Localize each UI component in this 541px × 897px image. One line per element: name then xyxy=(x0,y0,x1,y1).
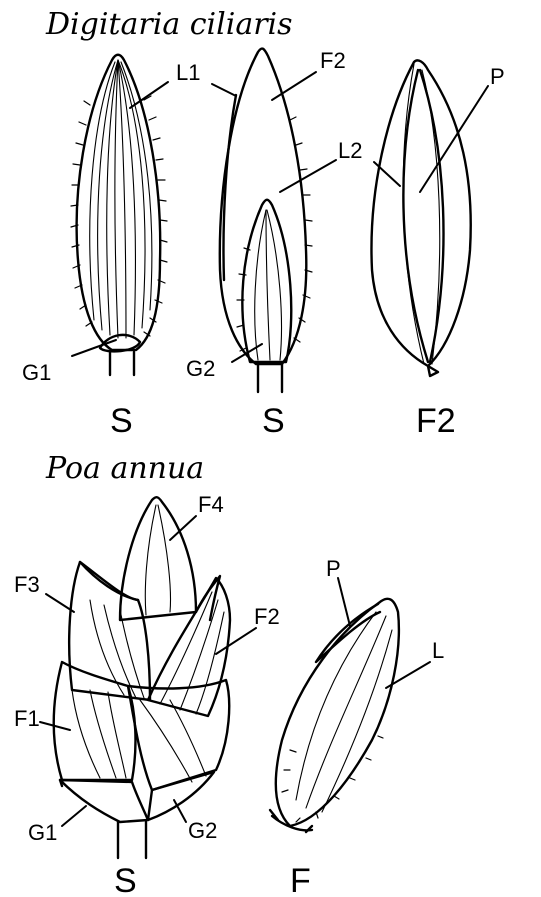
caption-floret-f2: F2 xyxy=(416,402,456,440)
label-l2: L2 xyxy=(338,138,362,163)
caption-spikelet-2: S xyxy=(262,402,285,440)
caption-floret: F xyxy=(290,862,311,897)
label-g1: G1 xyxy=(28,820,57,845)
label-f3: F3 xyxy=(14,572,40,597)
caption-spikelet: S xyxy=(114,862,137,897)
floret-4 xyxy=(120,497,196,620)
species-title-digitaria: Digitaria ciliaris xyxy=(45,7,293,42)
digitaria-spikelet-lemma-view xyxy=(71,55,167,375)
species-title-poa: Poa annua xyxy=(45,451,204,486)
label-l: L xyxy=(432,638,444,663)
floret-outline xyxy=(371,60,470,366)
label-p: P xyxy=(490,64,505,89)
label-g2: G2 xyxy=(188,818,217,843)
digitaria-section: Digitaria ciliaris xyxy=(22,7,505,440)
leader-l1-b xyxy=(212,84,236,96)
label-g1: G1 xyxy=(22,360,51,385)
label-p: P xyxy=(326,556,341,581)
label-g2: G2 xyxy=(186,356,215,381)
label-f2: F2 xyxy=(254,604,280,629)
poa-spikelet xyxy=(54,497,230,858)
label-f1: F1 xyxy=(14,706,40,731)
floret-outline xyxy=(276,599,399,826)
spikelet-outline xyxy=(77,55,161,350)
floret-2 xyxy=(148,578,230,716)
poa-floret xyxy=(270,599,399,832)
leader-l2-a xyxy=(280,160,336,192)
label-f2: F2 xyxy=(320,48,346,73)
caption-spikelet-1: S xyxy=(110,402,133,440)
label-l1: L1 xyxy=(176,60,200,85)
leader-g1 xyxy=(62,806,86,826)
leader-l xyxy=(386,662,430,688)
digitaria-floret-2 xyxy=(371,60,470,376)
label-f4: F4 xyxy=(198,492,224,517)
leader-p xyxy=(338,578,350,626)
poa-section: Poa annua xyxy=(14,451,444,897)
floret-1 xyxy=(54,662,136,780)
digitaria-spikelet-glume-view xyxy=(220,49,312,392)
leader-f2 xyxy=(216,628,256,654)
leader-f3 xyxy=(46,594,74,612)
floret-2-outline xyxy=(220,49,306,364)
